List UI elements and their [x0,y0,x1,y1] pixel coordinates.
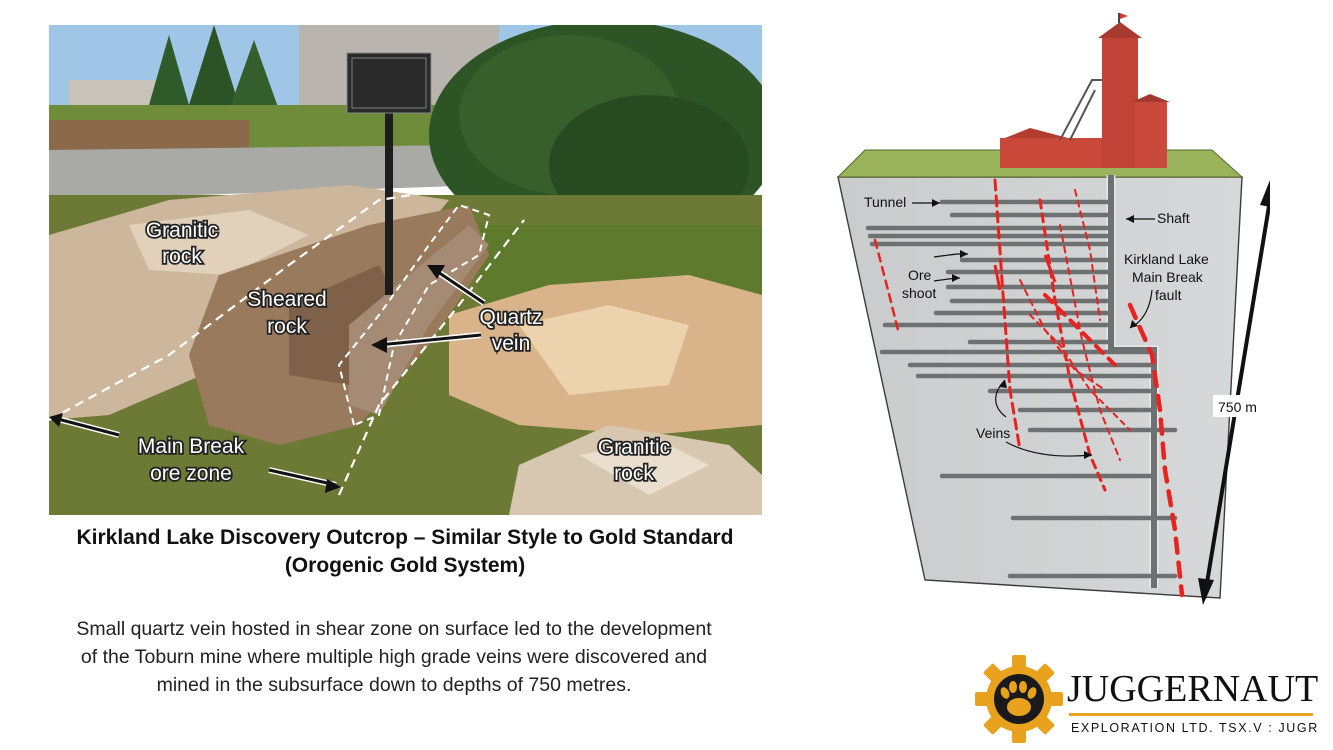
caption-title-line-2: (Orogenic Gold System) [284,554,526,577]
logo-name: JUGGERNAUT [1067,668,1319,710]
label-sheared-1: Sheared [247,288,326,311]
label-granitic-top-1: Granitic [146,219,218,242]
label-fault-1: Kirkland Lake [1124,251,1209,267]
label-ore-shoot-2: shoot [902,285,936,301]
label-granitic-bottom-2: rock [614,462,654,485]
label-sheared-2: rock [267,315,307,338]
label-quartz-1: Quartz [479,306,542,329]
label-granitic-top-2: rock [162,245,202,268]
caption-title: Kirkland Lake Discovery Outcrop – Simila… [20,524,790,580]
logo-divider [1069,713,1313,716]
label-granitic-bottom-1: Granitic [598,436,670,459]
label-ore-shoot-1: Ore [908,267,932,283]
label-fault-3: fault [1155,287,1182,303]
label-main-break-2: ore zone [150,462,232,485]
mine-cross-section-diagram: 750 m Tunnel Shaft Ore shoot Kirkland La… [830,10,1276,610]
label-depth: 750 m [1218,399,1257,415]
juggernaut-logo: JUGGERNAUT EXPLORATION LTD. TSX.V : JUGR [975,655,1320,743]
label-shaft: Shaft [1157,210,1190,226]
logo-subtitle: EXPLORATION LTD. TSX.V : JUGR [1071,721,1319,735]
caption-title-line-1: Kirkland Lake Discovery Outcrop – Simila… [76,526,734,549]
label-quartz-2: vein [492,332,531,355]
gear-paw-icon [975,655,1063,743]
outcrop-photo: Granitic rock Sheared rock Quartz vein M… [49,25,762,515]
caption-body-line-1: Small quartz vein hosted in shear zone o… [76,618,712,640]
caption-body-line-3: mined in the subsurface down to depths o… [156,674,632,696]
label-main-break-1: Main Break [138,435,245,458]
label-tunnel: Tunnel [864,194,906,210]
caption-body-line-2: of the Toburn mine where multiple high g… [80,646,708,668]
label-fault-2: Main Break [1132,269,1204,285]
label-veins: Veins [976,425,1010,441]
caption-body: Small quartz vein hosted in shear zone o… [14,615,774,699]
